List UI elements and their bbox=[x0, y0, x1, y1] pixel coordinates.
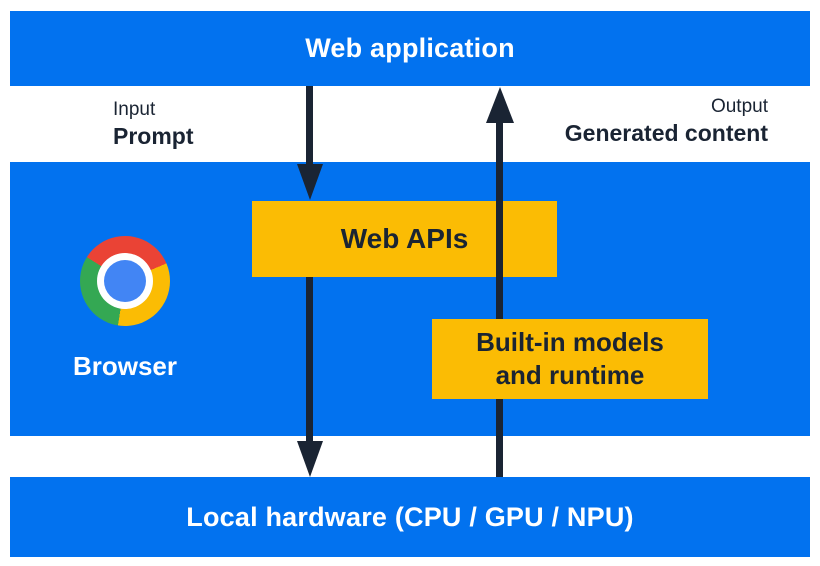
builtin-models-box: Built-in models and runtime bbox=[432, 319, 708, 399]
output-title: Output bbox=[710, 96, 768, 117]
input-title: Input bbox=[113, 99, 156, 120]
output-label-group: Output Generated content bbox=[565, 94, 768, 148]
chrome-icon bbox=[80, 236, 170, 326]
web-apis-label: Web APIs bbox=[340, 223, 469, 254]
web-application-label: Web application bbox=[305, 33, 515, 63]
up-arrowhead-icon bbox=[486, 87, 514, 123]
output-value: Generated content bbox=[564, 120, 768, 146]
browser-label: Browser bbox=[72, 351, 178, 381]
chrome-icon-center bbox=[104, 260, 146, 302]
down-arrow-line-bottom bbox=[306, 277, 313, 443]
down-arrow-line-top bbox=[306, 86, 313, 166]
down-arrowhead-icon bbox=[297, 441, 323, 477]
local-hardware-bar: Local hardware (CPU / GPU / NPU) bbox=[10, 477, 810, 557]
web-application-bar: Web application bbox=[10, 11, 810, 86]
input-label-group: Input Prompt bbox=[113, 97, 194, 151]
local-hardware-label: Local hardware (CPU / GPU / NPU) bbox=[186, 501, 634, 532]
web-apis-box: Web APIs bbox=[252, 201, 557, 277]
input-value: Prompt bbox=[113, 123, 194, 149]
builtin-models-label-line1: Built-in models bbox=[476, 327, 664, 357]
down-arrowhead-icon bbox=[297, 164, 323, 200]
builtin-models-label-line2: and runtime bbox=[495, 360, 645, 390]
up-arrow-line bbox=[496, 121, 503, 477]
